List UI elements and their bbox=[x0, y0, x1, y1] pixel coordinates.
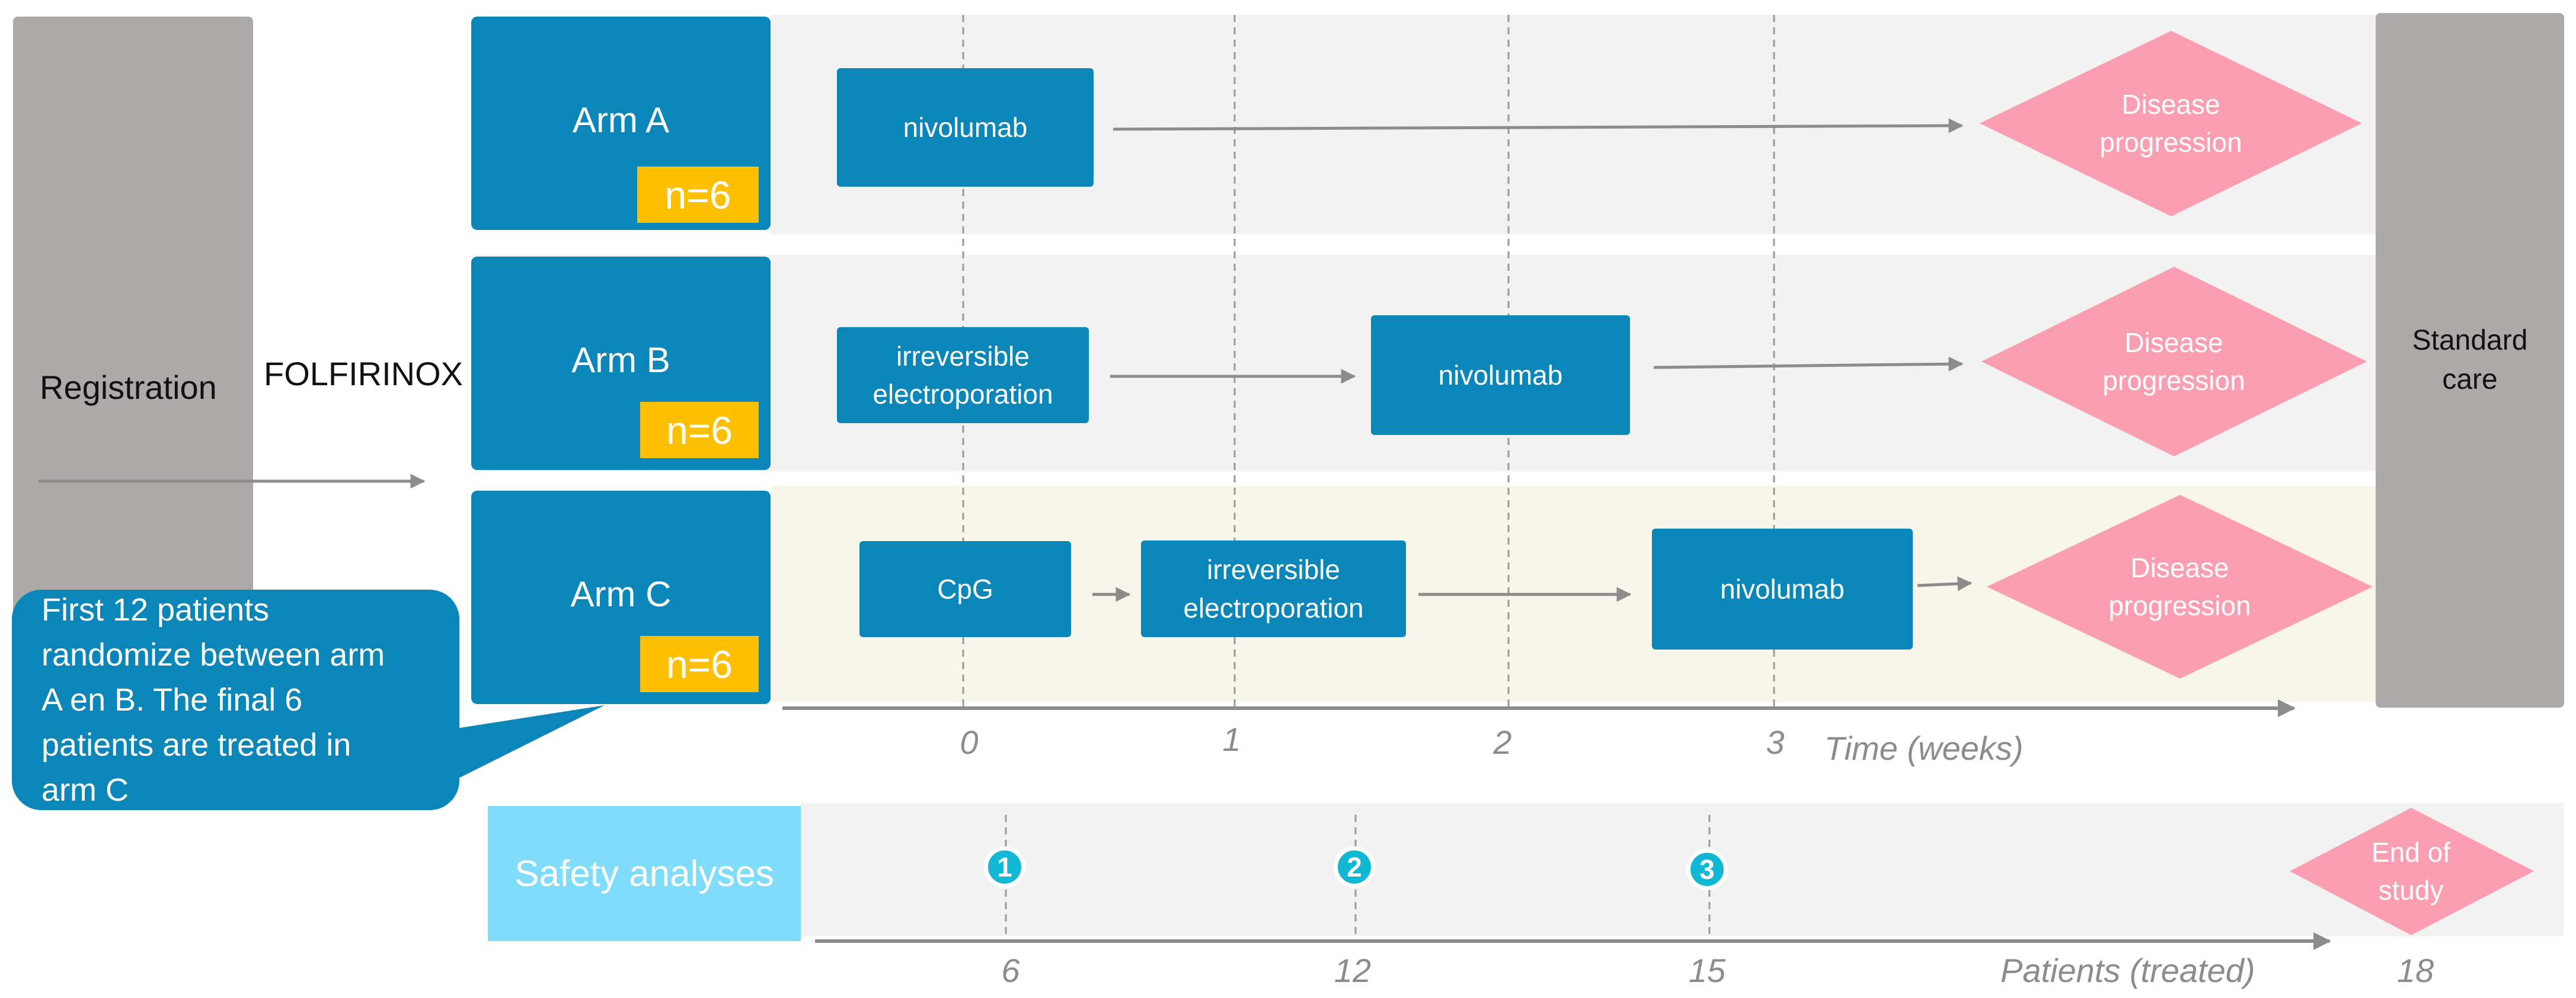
time-tick-1: 1 bbox=[1222, 721, 1241, 758]
arm-b-disease-diamond bbox=[1981, 267, 2367, 456]
arm-a-nivolumab-box: nivolumab bbox=[837, 68, 1094, 187]
arm-b-nivolumab-box: nivolumab bbox=[1371, 315, 1630, 435]
arm-c-label: Arm C bbox=[570, 574, 672, 614]
arm-c-box: Arm C n=6 bbox=[471, 491, 771, 704]
standard-care-label: Standard care bbox=[2412, 325, 2528, 395]
patients-tick-18: 18 bbox=[2396, 952, 2434, 989]
safety-milestone-1: 1 bbox=[984, 846, 1025, 888]
arm-b-ire-box: irreversible electroporation bbox=[837, 327, 1089, 423]
arm-c-n-badge: n=6 bbox=[640, 636, 759, 692]
time-tick-3: 3 bbox=[1766, 724, 1785, 761]
registration-label: Registration bbox=[40, 368, 217, 406]
arm-b-label: Arm B bbox=[571, 340, 670, 380]
end-of-study-label: End of study bbox=[2372, 836, 2450, 906]
arm-a-disease-diamond bbox=[1980, 31, 2362, 216]
arm-c-arrow-3 bbox=[1917, 576, 1973, 591]
folfirinox-label: FOLFIRINOX bbox=[264, 354, 464, 392]
arm-c-ire-box: irreversible electroporation bbox=[1141, 540, 1406, 637]
arm-b-box: Arm B n=6 bbox=[471, 257, 771, 470]
arm-b-disease-label: Disease progression bbox=[2102, 327, 2245, 396]
safety-milestone-3: 3 bbox=[1686, 849, 1728, 890]
time-tick-2: 2 bbox=[1493, 724, 1512, 761]
arm-a-disease-label: Disease progression bbox=[2099, 88, 2242, 158]
arm-c-disease-label: Disease progression bbox=[2108, 552, 2251, 621]
callout-tail bbox=[415, 705, 605, 788]
end-of-study-diamond bbox=[2290, 808, 2534, 935]
arm-c-nivolumab-box: nivolumab bbox=[1652, 529, 1913, 650]
patients-tick-12: 12 bbox=[1334, 952, 1372, 989]
randomization-callout: First 12 patients randomize between arm … bbox=[12, 590, 459, 810]
safety-milestone-2: 2 bbox=[1334, 846, 1375, 888]
arm-a-n-badge: n=6 bbox=[637, 167, 759, 223]
arm-a-arrow bbox=[1113, 118, 1964, 133]
patients-axis-title: Patients (treated) bbox=[2000, 952, 2255, 989]
arm-a-label: Arm A bbox=[572, 100, 670, 140]
patients-tick-15: 15 bbox=[1688, 952, 1726, 989]
standard-care-column: Standard care bbox=[2376, 13, 2564, 708]
patients-tick-6: 6 bbox=[1001, 952, 1020, 989]
arm-b-n-badge: n=6 bbox=[640, 402, 759, 458]
arm-a-box: Arm A n=6 bbox=[471, 17, 771, 230]
safety-band bbox=[800, 803, 2564, 936]
time-tick-0: 0 bbox=[960, 724, 979, 761]
arm-c-disease-diamond bbox=[1987, 495, 2373, 679]
arm-b-arrow-2 bbox=[1653, 356, 1964, 372]
safety-analyses-label: Safety analyses bbox=[488, 806, 801, 941]
arm-c-cpg-box: CpG bbox=[859, 541, 1071, 637]
time-axis-title: Time (weeks) bbox=[1824, 730, 2024, 767]
